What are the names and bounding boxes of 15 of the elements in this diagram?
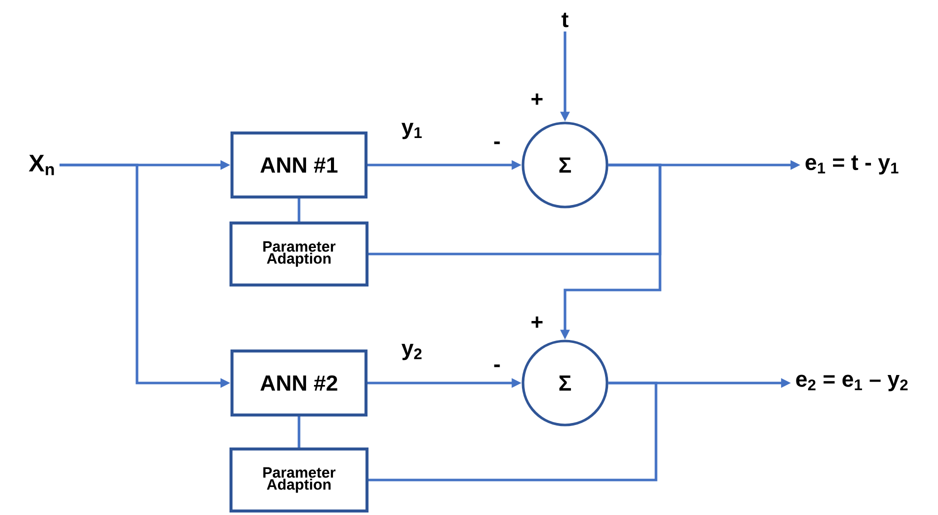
network-box: ANN #1 [230,132,368,198]
edge-label: y$_{1}$ [402,122,422,140]
network-box: ANN #2 [230,350,368,416]
input-label: t [562,12,568,28]
adaption-box: Parameter Adaption [230,222,368,286]
input-label: X$_{n}$ [28,154,54,176]
adaption-box: Parameter Adaption [230,448,368,512]
sign-label: - [494,142,500,144]
connector-line [368,382,658,482]
sign-label: - [494,364,500,368]
output-label: e$_{2}$ = e$_{1}$ – y$_{2}$ [796,374,908,392]
edge-label: y$_{2}$ [402,344,422,360]
output-label: e$_{1}$ = t - y$_{1}$ [806,156,898,174]
connector-line [298,416,300,448]
connector-line [298,198,300,222]
